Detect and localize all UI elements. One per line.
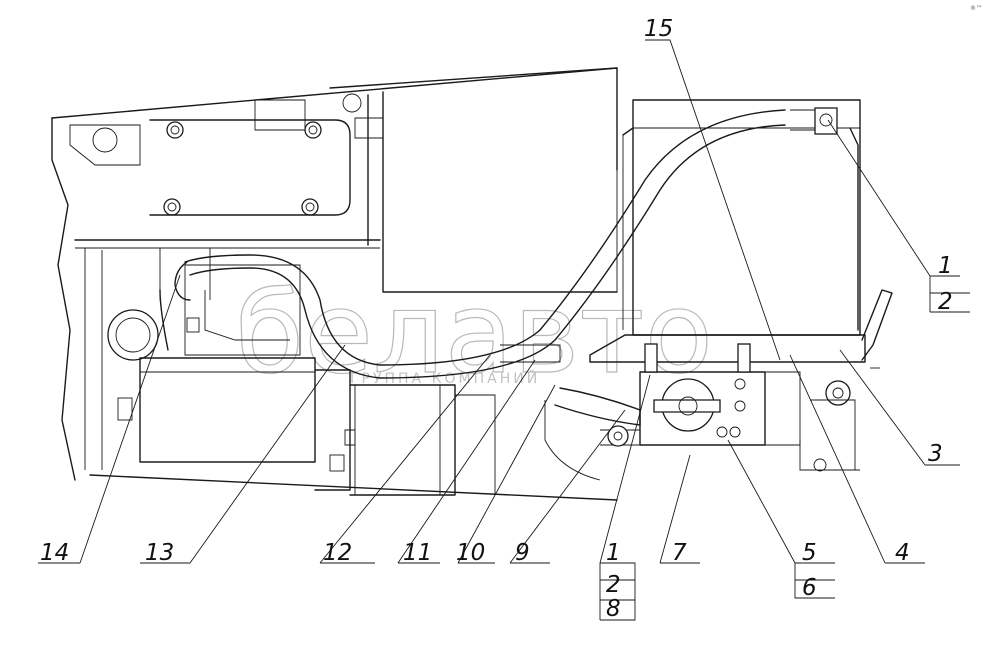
watermark-subtitle: ГРУППА КОМПАНИЙ: [350, 369, 540, 387]
callout-1-bottom: 1: [606, 540, 621, 566]
callout-4: 4: [895, 540, 910, 566]
callout-8: 8: [606, 596, 621, 622]
watermark: белавто ГРУППА КОМПАНИЙ: [234, 268, 713, 399]
callout-10: 10: [456, 540, 485, 566]
callout-15: 15: [644, 16, 673, 42]
valve-cover-bolts: [163, 121, 322, 216]
starter-motor: [117, 264, 496, 496]
callout-5: 5: [802, 540, 817, 566]
leader-lines: [38, 39, 970, 621]
callout-2-bottom: 2: [606, 572, 621, 598]
callout-12: 12: [323, 540, 352, 566]
callout-1-top: 1: [938, 253, 953, 279]
callout-14: 14: [40, 540, 69, 566]
callout-6: 6: [802, 575, 817, 601]
filter-pipe: [107, 309, 159, 361]
callout-7: 7: [672, 540, 687, 566]
callout-2-top: 2: [938, 289, 953, 315]
callout-9: 9: [515, 540, 530, 566]
corner-mark: ®™: [970, 5, 982, 12]
callout-13: 13: [145, 540, 174, 566]
callout-3: 3: [928, 441, 943, 467]
valve-unit: [500, 343, 860, 481]
callout-11: 11: [403, 540, 432, 566]
hoses: [159, 109, 786, 426]
callouts: 15 1 2 3 4 5 6 7 1 2 8 9 10 11 12 13 14: [40, 16, 953, 622]
tank-assembly: [589, 99, 893, 369]
